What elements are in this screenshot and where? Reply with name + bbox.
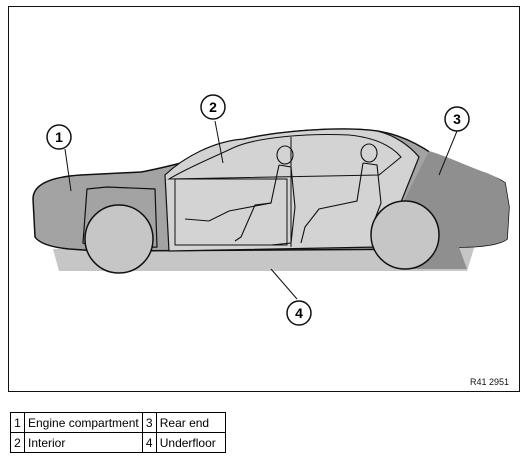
car-section-diagram: 1 2 3 4 <box>32 94 510 326</box>
callout-2: 2 <box>200 94 226 120</box>
rear-wheel <box>370 200 440 270</box>
legend-row: 1 Engine compartment 3 Rear end <box>10 412 226 433</box>
legend-label: Underfloor <box>155 432 226 453</box>
callout-1-number: 1 <box>55 129 63 145</box>
legend-number: 4 <box>141 432 157 453</box>
underfloor-zone <box>53 245 475 271</box>
legend-label: Engine compartment <box>24 412 143 433</box>
callout-1-leader <box>64 148 72 192</box>
engine-compartment-outline <box>82 186 158 250</box>
side-window <box>167 134 402 180</box>
diagram-frame: 1 2 3 4 R41 2951 <box>8 6 520 392</box>
callout-1: 1 <box>46 124 72 150</box>
callout-3: 3 <box>444 106 470 132</box>
interior-zone <box>164 128 420 252</box>
callout-2-number: 2 <box>209 99 217 115</box>
legend-number: 3 <box>141 412 157 433</box>
callout-4-number: 4 <box>295 305 303 321</box>
legend-row: 2 Interior 4 Underfloor <box>10 432 226 453</box>
legend-table: 1 Engine compartment 3 Rear end 2 Interi… <box>10 412 226 453</box>
legend-number: 1 <box>10 412 25 433</box>
front-wheel <box>84 204 154 274</box>
legend-label: Rear end <box>155 412 226 433</box>
front-door-outline <box>174 178 288 246</box>
rear-passenger-figure <box>300 143 382 244</box>
callout-3-leader <box>438 130 458 176</box>
callout-3-number: 3 <box>453 111 461 127</box>
legend-number: 2 <box>10 432 25 453</box>
driver-figure <box>184 145 296 246</box>
callout-2-leader <box>214 120 224 164</box>
callout-4: 4 <box>286 300 312 326</box>
legend-label: Interior <box>24 432 143 453</box>
figure-reference-code: R41 2951 <box>469 377 509 387</box>
callout-4-leader <box>270 268 298 300</box>
